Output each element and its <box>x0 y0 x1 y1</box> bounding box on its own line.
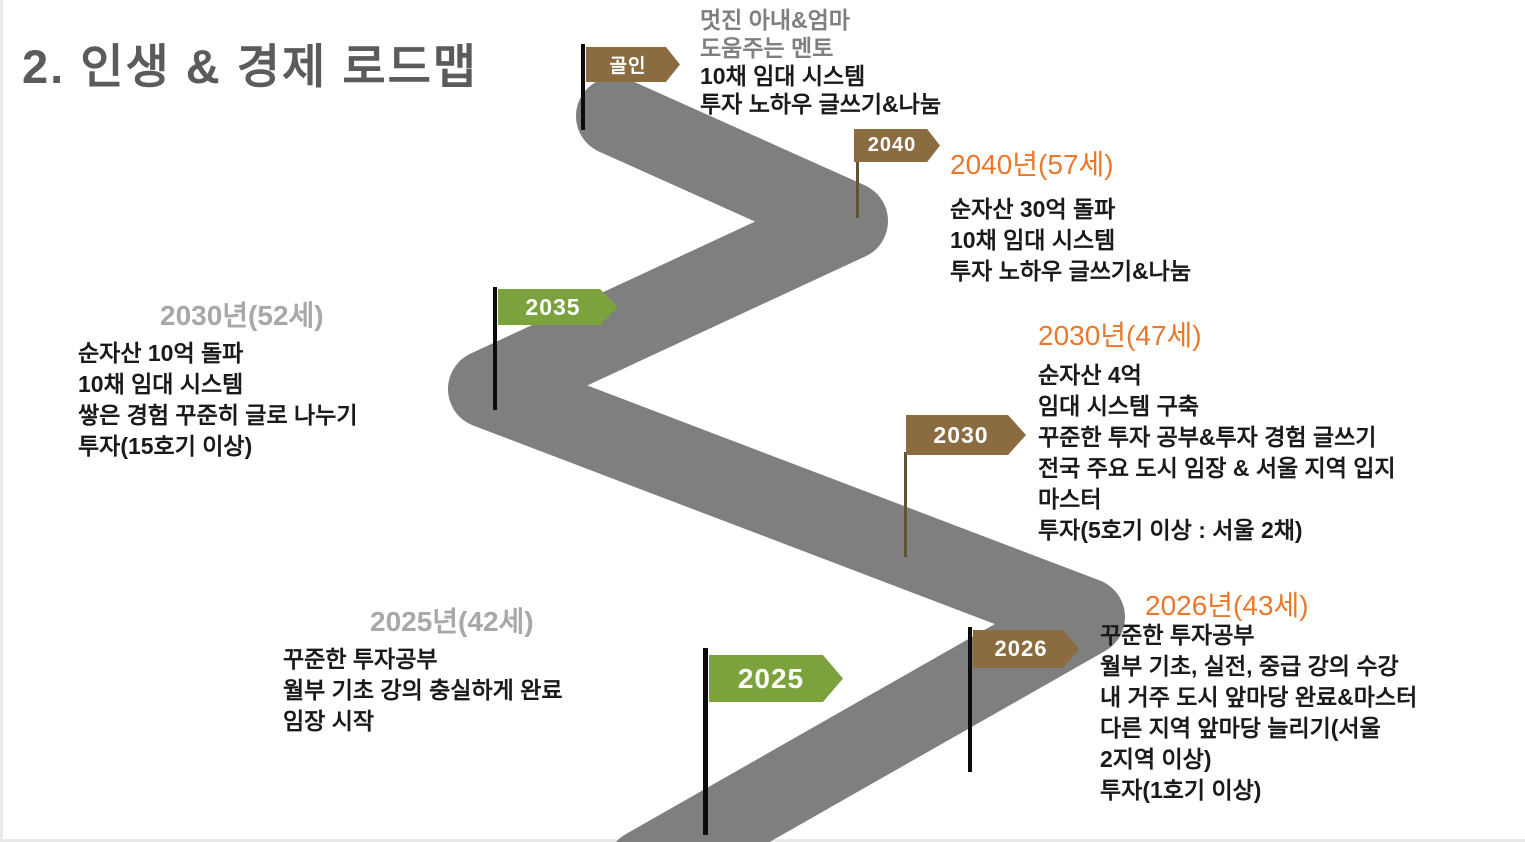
milestone-line: 임대 시스템 구축 <box>1038 393 1199 419</box>
milestone-line: 투자 노하우 글쓰기&나눔 <box>950 258 1191 284</box>
flag-2026: 2026 <box>973 630 1079 668</box>
milestone-line: 투자(5호기 이상 : 서울 2채) <box>1038 517 1303 543</box>
milestone-line: 월부 기초 강의 충실하게 완료 <box>283 677 563 703</box>
header-2025: 2025년(42세) <box>370 606 534 637</box>
slide-title: 2. 인생 & 경제 로드맵 <box>22 40 479 93</box>
milestone-line: 10채 임대 시스템 <box>950 227 1116 253</box>
text-block-2030: 순자산 4억 임대 시스템 구축 꾸준한 투자 공부&투자 경험 글쓰기 전국 … <box>1038 360 1396 546</box>
goal-flag-pole <box>581 44 585 130</box>
flag-2030-label: 2030 <box>933 421 989 448</box>
milestone-line: 전국 주요 도시 임장 & 서울 지역 입지 <box>1038 455 1396 481</box>
flag-2030: 2030 <box>906 415 1026 455</box>
milestone-line: 꾸준한 투자공부 <box>283 646 438 672</box>
milestone-line: 10채 임대 시스템 <box>78 371 244 397</box>
text-block-2040: 순자산 30억 돌파 10채 임대 시스템 투자 노하우 글쓰기&나눔 <box>950 194 1191 287</box>
header-2026: 2026년(43세) <box>1145 590 1309 621</box>
text-block-2025: 꾸준한 투자공부 월부 기초 강의 충실하게 완료 임장 시작 <box>283 644 562 737</box>
goal-flag: 골인 <box>586 47 680 82</box>
flag-2040-label: 2040 <box>867 134 917 156</box>
flag-2030-pole <box>904 452 907 557</box>
milestone-line: 마스터 <box>1038 486 1102 512</box>
flag-2040: 2040 <box>854 129 940 162</box>
milestone-line: 쌓은 경험 꾸준히 글로 나누기 <box>78 402 358 428</box>
flag-2026-label: 2026 <box>994 636 1048 661</box>
flag-2035: 2035 <box>498 289 618 325</box>
milestone-line: 순자산 4억 <box>1038 362 1142 388</box>
milestone-line: 투자(1호기 이상) <box>1100 777 1262 803</box>
flag-2026-pole <box>968 627 972 772</box>
flag-2025: 2025 <box>709 655 843 702</box>
slide-left-edge <box>0 0 3 842</box>
milestone-line: 순자산 30억 돌파 <box>950 196 1116 222</box>
milestone-line: 멋진 아내&엄마 <box>700 7 850 33</box>
milestone-line: 투자(15호기 이상) <box>78 433 253 459</box>
header-2035: 2030년(52세) <box>160 300 324 331</box>
milestone-line: 투자 노하우 글쓰기&나눔 <box>700 91 941 117</box>
milestone-line: 다른 지역 앞마당 늘리기(서울 <box>1100 715 1381 741</box>
milestone-line: 2지역 이상) <box>1100 746 1212 772</box>
milestone-line: 월부 기초, 실전, 중급 강의 수강 <box>1100 653 1399 679</box>
text-block-2035: 순자산 10억 돌파 10채 임대 시스템 쌓은 경험 꾸준히 글로 나누기 투… <box>78 338 357 462</box>
milestone-line: 순자산 10억 돌파 <box>78 340 244 366</box>
flag-2035-pole <box>493 287 497 410</box>
milestone-line: 내 거주 도시 앞마당 완료&마스터 <box>1100 684 1418 710</box>
text-block-2026: 꾸준한 투자공부 월부 기초, 실전, 중급 강의 수강 내 거주 도시 앞마당… <box>1100 620 1417 806</box>
road-path <box>448 77 1125 842</box>
milestone-line: 도움주는 멘토 <box>700 35 834 61</box>
flag-2025-pole <box>703 648 708 835</box>
flag-2035-label: 2035 <box>525 293 581 320</box>
milestone-line: 꾸준한 투자 공부&투자 경험 글쓰기 <box>1038 424 1377 450</box>
milestone-line: 꾸준한 투자공부 <box>1100 622 1255 648</box>
header-2030: 2030년(47세) <box>1038 320 1202 351</box>
goal-flag-label: 골인 <box>609 56 647 77</box>
flag-2040-pole <box>856 158 859 218</box>
header-2040: 2040년(57세) <box>950 149 1114 180</box>
milestone-line: 10채 임대 시스템 <box>700 63 866 89</box>
goal-text-block: 멋진 아내&엄마 도움주는 멘토 10채 임대 시스템 투자 노하우 글쓰기&나… <box>700 6 941 118</box>
milestone-line: 임장 시작 <box>283 708 375 734</box>
flag-2025-label: 2025 <box>737 662 805 694</box>
